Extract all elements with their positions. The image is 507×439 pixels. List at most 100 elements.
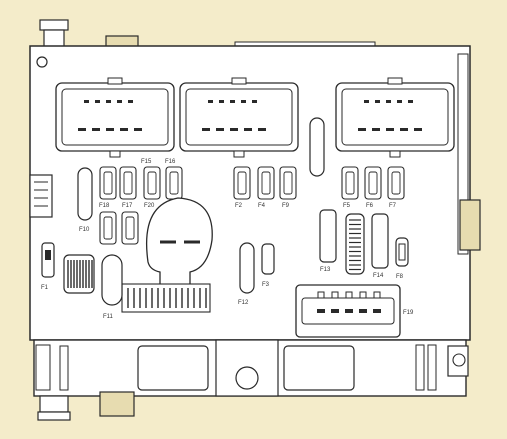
fuse-label-f1: F1	[41, 285, 49, 291]
relay-pin	[106, 128, 114, 131]
small-fuse	[341, 166, 359, 200]
connector-pin-top	[373, 291, 381, 299]
relay-pins	[78, 100, 422, 131]
top-left-clip	[39, 19, 69, 31]
relay-connector-2	[179, 77, 299, 158]
relay-pin	[117, 100, 122, 103]
fuse-label-f20: F20	[144, 203, 155, 209]
connector-pin	[317, 309, 325, 313]
fuse-slot-f11	[101, 254, 123, 306]
small-fuse	[364, 166, 382, 200]
fuse-slot-f12	[239, 242, 255, 294]
relay-pin	[386, 128, 394, 131]
connector-pin-top	[359, 291, 367, 299]
small-fuse	[121, 211, 139, 245]
fuse-label-f15: F15	[141, 159, 152, 165]
connector-pin	[359, 309, 367, 313]
relay-connector-3	[335, 77, 455, 158]
lower-mount-hole	[235, 366, 259, 390]
connector-pin-top	[317, 291, 325, 299]
relay-pin	[397, 100, 402, 103]
connector-pin	[331, 309, 339, 313]
small-fuse	[279, 166, 297, 200]
relay-pin	[241, 100, 246, 103]
relay-pin	[252, 100, 257, 103]
relay-pin	[106, 100, 111, 103]
central-slot	[309, 117, 325, 177]
five-pin-connector	[295, 284, 401, 338]
connector-pin-top	[345, 291, 353, 299]
bottom-left-clip	[39, 395, 69, 413]
fuse-label-f11: F11	[103, 314, 114, 320]
fuse-label-f14: F14	[373, 273, 384, 279]
small-fuse	[233, 166, 251, 200]
relay-pin	[216, 128, 224, 131]
relay-pin	[84, 100, 89, 103]
small-fuse	[143, 166, 161, 200]
fuse-f1-blade	[45, 250, 51, 260]
fuse-label-f13: F13	[320, 267, 331, 273]
relay-connector-1	[55, 77, 175, 158]
fuse-slot-f13	[319, 209, 337, 263]
small-fuse-rows	[99, 166, 405, 245]
relay-pin	[120, 128, 128, 131]
bottom-tab	[99, 391, 135, 417]
fuse-slot-f8	[395, 237, 409, 267]
relay-pin	[386, 100, 391, 103]
fuse-label-f3: F3	[262, 282, 270, 288]
right-edge-rail	[457, 53, 469, 255]
fuse-label-f8: F8	[396, 274, 404, 280]
fuse-label-f18: F18	[99, 203, 110, 209]
relay-pin	[219, 100, 224, 103]
fuse-label-f10: F10	[79, 227, 90, 233]
relay-pin	[128, 100, 133, 103]
relay-pin	[408, 100, 413, 103]
fuse-slot-f10	[77, 167, 93, 221]
relay-pin	[400, 128, 408, 131]
fuse-label-f7: F7	[389, 203, 397, 209]
vent-rib-frame	[121, 283, 211, 313]
small-fuse	[387, 166, 405, 200]
striped-relay	[63, 254, 95, 294]
hatched-fuse	[345, 213, 365, 275]
round-connector	[145, 197, 213, 291]
fuse-label-f17: F17	[122, 203, 133, 209]
fuse-slot-f14	[371, 213, 389, 269]
relay-pin	[95, 100, 100, 103]
relay-pin	[78, 128, 86, 131]
small-fuse	[119, 166, 137, 200]
fuse-label-f4: F4	[258, 203, 266, 209]
relay-pin	[202, 128, 210, 131]
mounting-hole-top-left	[36, 56, 48, 68]
relay-pin	[375, 100, 380, 103]
connector-pin	[373, 309, 381, 313]
relay-pin	[134, 128, 142, 131]
fuse-label-f19: F19	[403, 310, 414, 316]
connector-pin-top	[331, 291, 339, 299]
small-fuse	[165, 166, 183, 200]
lower-housing	[33, 339, 469, 421]
small-fuse	[257, 166, 275, 200]
relay-pin	[244, 128, 252, 131]
relay-pin	[230, 100, 235, 103]
vent-ribs	[121, 283, 211, 313]
fuse-label-f9: F9	[282, 203, 290, 209]
relay-pin	[92, 128, 100, 131]
small-fuse	[99, 166, 117, 200]
small-fuse	[99, 211, 117, 245]
relay-pin	[358, 128, 366, 131]
fuse-label-f5: F5	[343, 203, 351, 209]
fuse-label-f16: F16	[165, 159, 176, 165]
fuse-label-f12: F12	[238, 300, 249, 306]
fuse-label-f2: F2	[235, 203, 243, 209]
right-tab	[459, 199, 481, 251]
relay-pin	[258, 128, 266, 131]
left-latch	[29, 174, 53, 218]
relay-pin	[372, 128, 380, 131]
relay-pin	[364, 100, 369, 103]
fuse-slot-f3	[261, 243, 275, 275]
relay-pin	[414, 128, 422, 131]
relay-pin	[208, 100, 213, 103]
